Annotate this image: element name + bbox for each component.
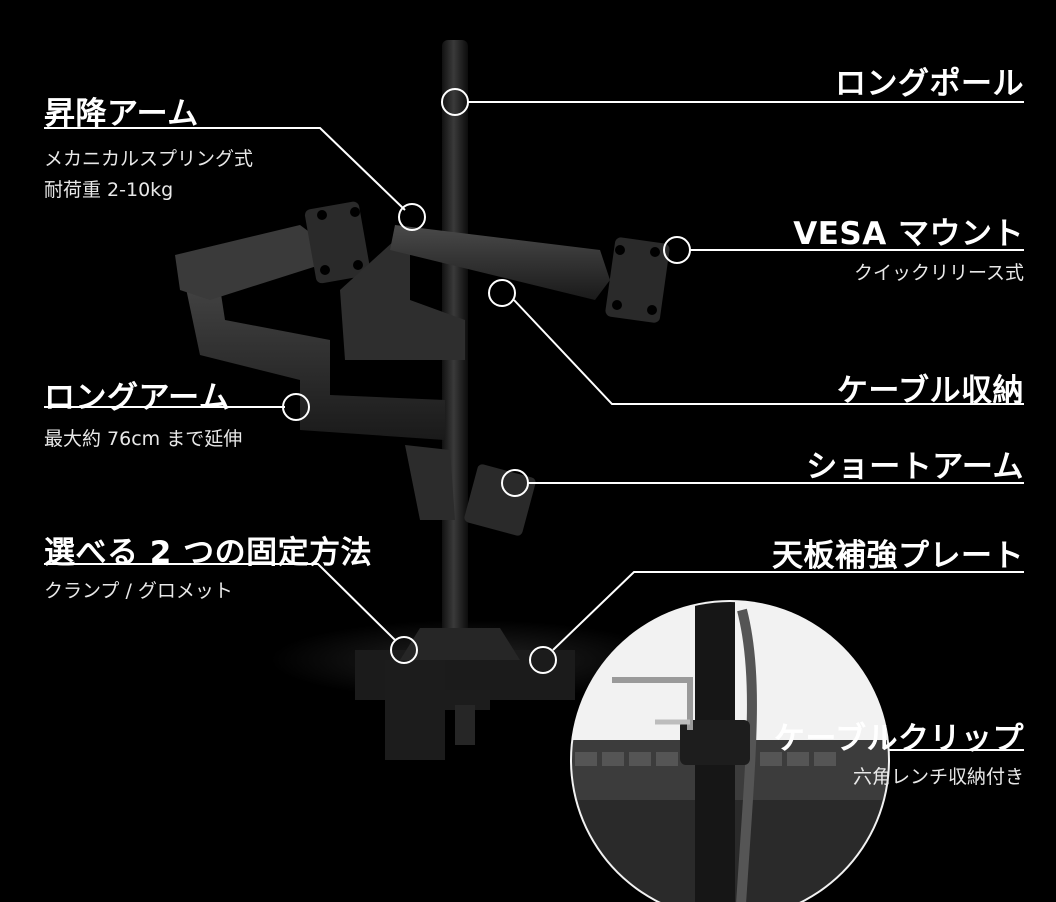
long-arm-shape	[180, 255, 445, 440]
label-fixing-methods: 選べる 2 つの固定方法	[44, 535, 373, 571]
label-short-arm: ショートアーム	[806, 449, 1024, 485]
label-fixing-methods-sub: クランプ / グロメット	[44, 580, 233, 602]
label-long-pole: ロングポール	[835, 66, 1024, 102]
label-vesa-mount-sub: クイックリリース式	[853, 262, 1024, 284]
label-long-arm-sub: 最大約 76cm まで延伸	[44, 428, 243, 450]
label-cable-clip-sub: 六角レンチ収納付き	[852, 766, 1024, 788]
label-cable-storage: ケーブル収納	[836, 373, 1024, 409]
callout-lines	[44, 88, 1024, 751]
right-lift-arm	[390, 225, 610, 300]
left-vesa-plate	[304, 201, 371, 284]
left-lift-arm	[175, 225, 320, 300]
label-vesa-mount: VESA マウント	[793, 216, 1024, 252]
label-long-arm: ロングアーム	[44, 380, 231, 416]
base-plate	[400, 628, 520, 660]
clamp-block	[385, 660, 445, 760]
clamp-knob	[455, 705, 475, 745]
label-lift-arm-mechanism: メカニカルスプリング式	[44, 148, 254, 170]
label-desk-plate: 天板補強プレート	[772, 538, 1024, 574]
label-cable-clip: ケーブルクリップ	[773, 721, 1024, 757]
short-arm-vesa	[464, 464, 536, 536]
short-arm	[405, 445, 455, 520]
clamp-screw	[440, 690, 490, 710]
label-lift-arm: 昇降アーム	[44, 96, 199, 132]
right-vesa-plate	[605, 237, 670, 323]
label-lift-arm-load: 耐荷重 2-10kg	[44, 179, 174, 201]
cable-clip-detail	[570, 600, 890, 902]
middle-arm	[340, 240, 465, 360]
